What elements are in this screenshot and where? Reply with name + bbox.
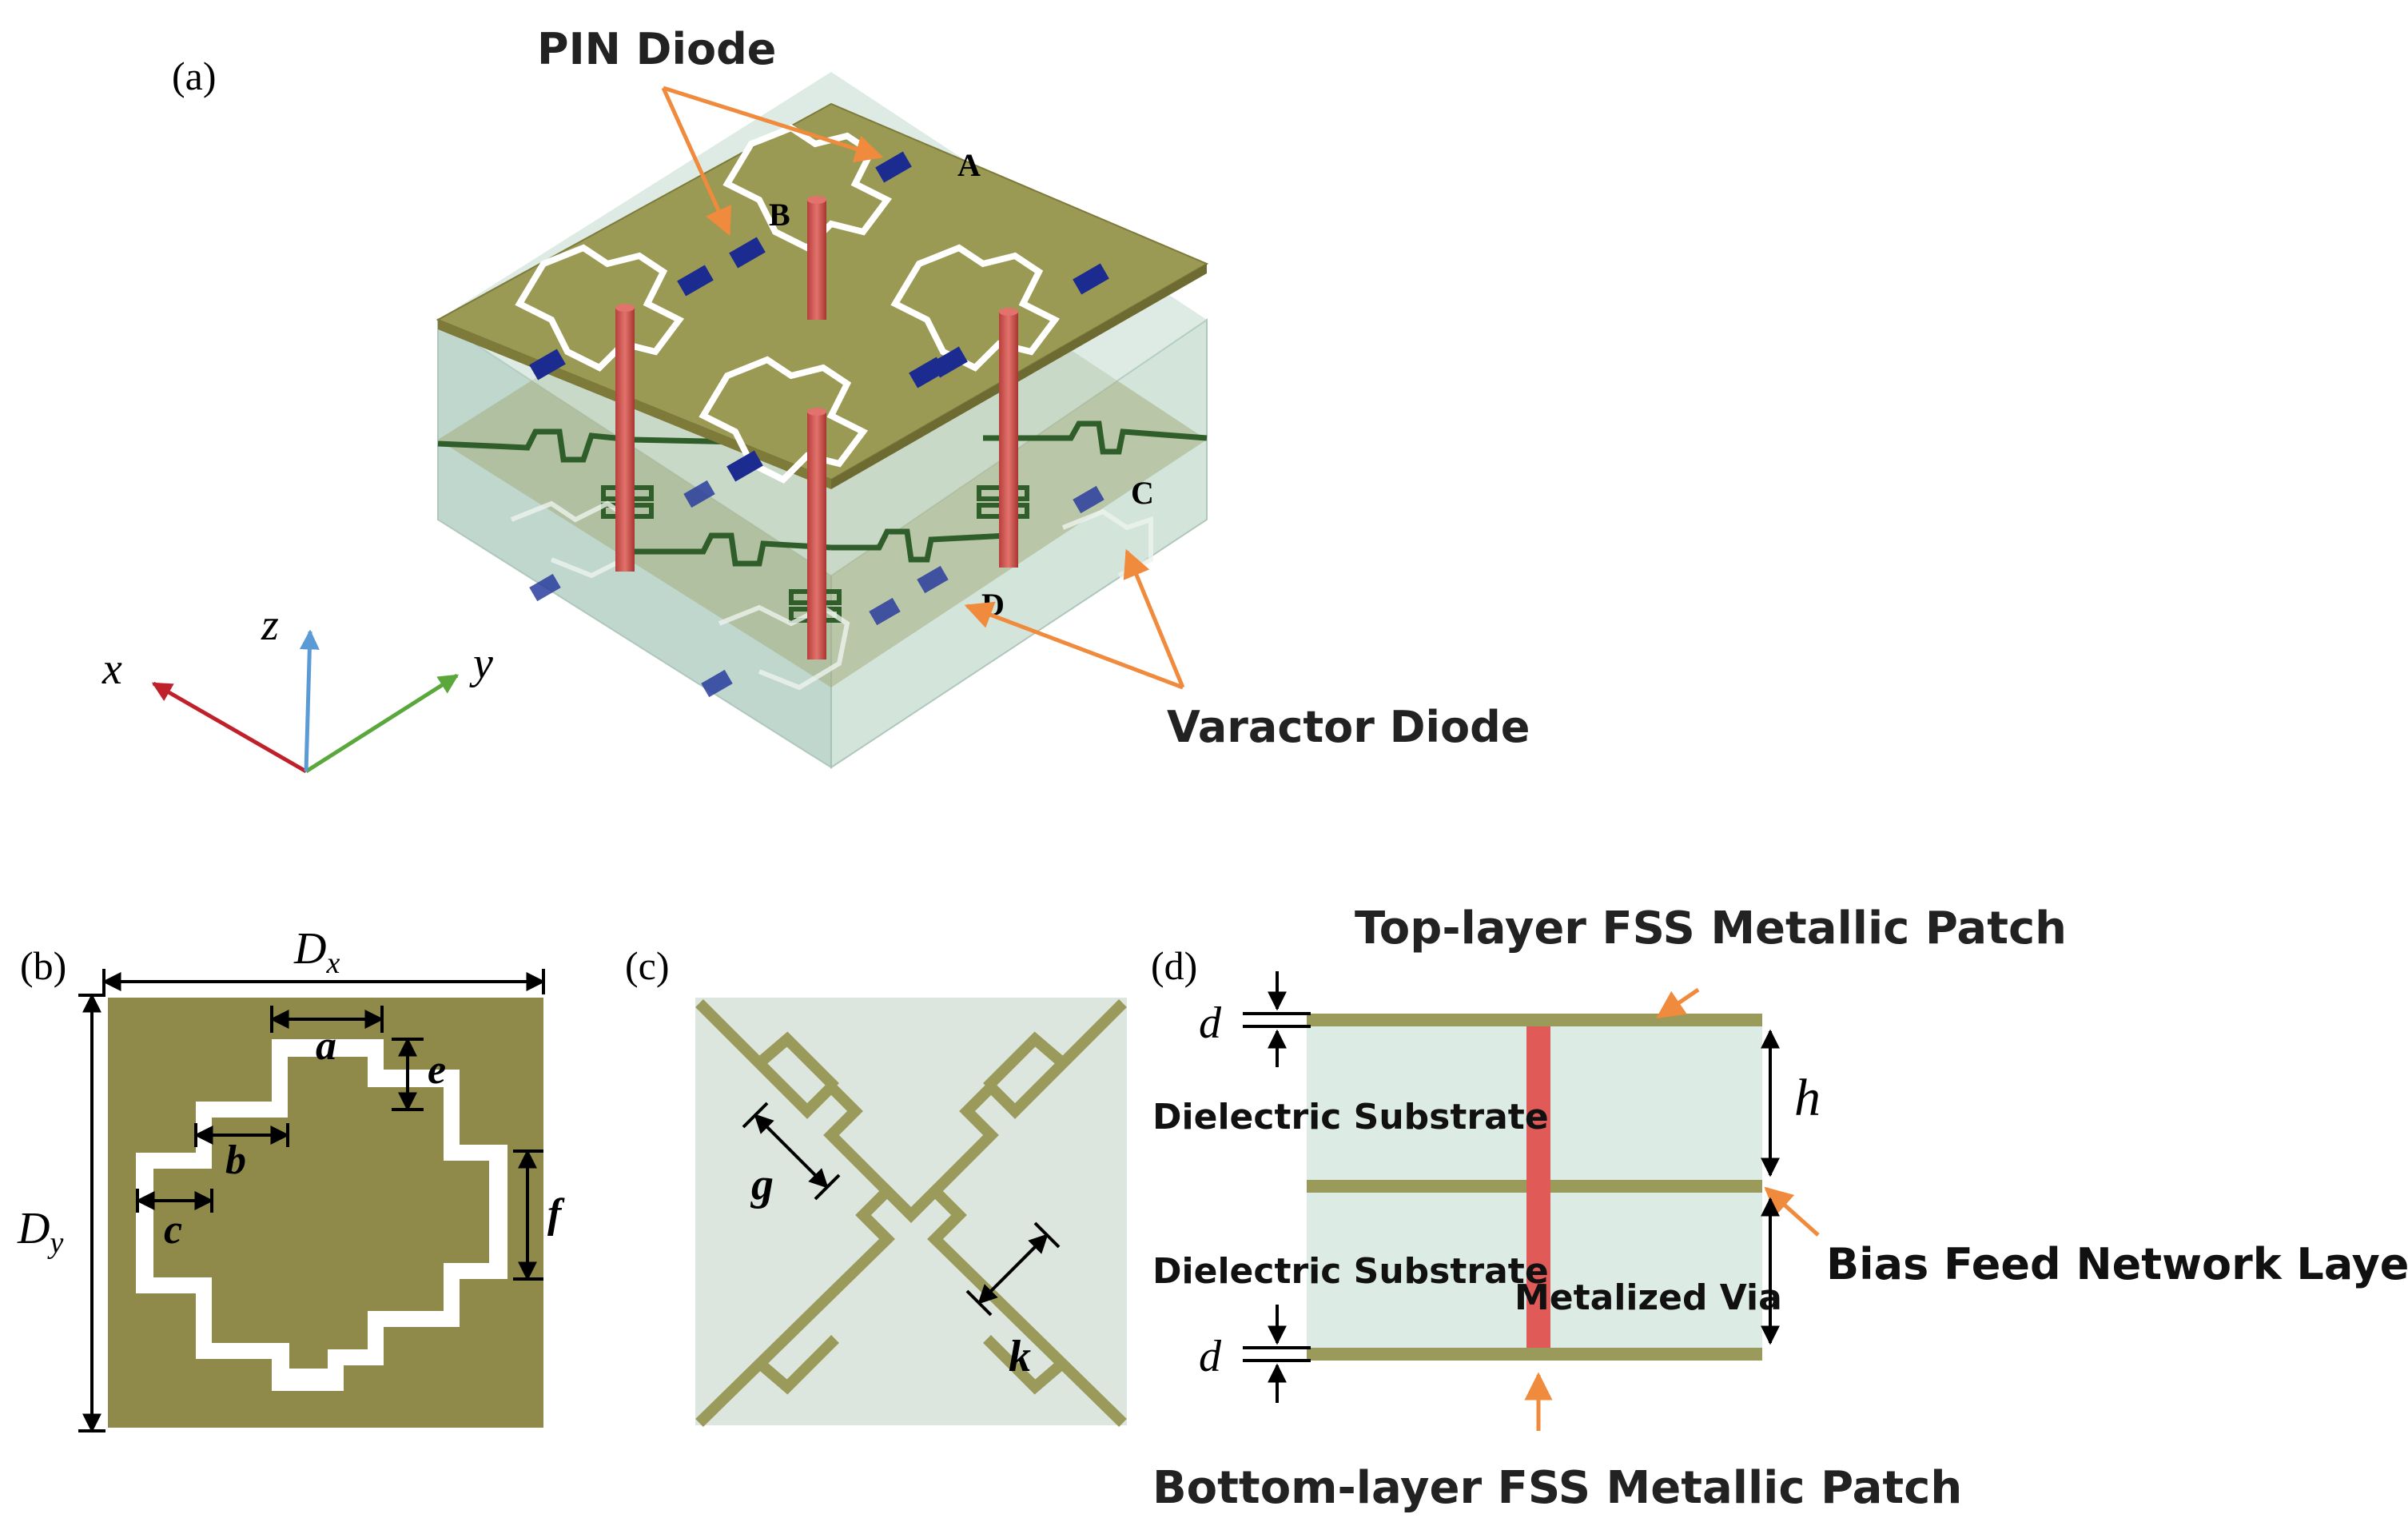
bottom-metal-layer (1307, 1348, 1762, 1361)
panel-c: (c) g k (625, 943, 1127, 1428)
varactor-pointer-d (964, 601, 1184, 690)
dim-g-label: g (750, 1160, 774, 1209)
panel-d-label: (d) (1151, 943, 1197, 988)
panel-d: (d) Top-layer FSS Metallic Patch Dielect… (1151, 902, 2408, 1514)
top-metal-layer (1307, 1014, 1762, 1026)
coordinate-axes: x y z (101, 600, 493, 774)
pin-diode-label: PIN Diode (537, 24, 776, 74)
dim-dx-main: D (293, 924, 326, 974)
panel-b-label: (b) (20, 943, 66, 988)
panel-a-label: (a) (172, 54, 217, 98)
bias-cross-traces (695, 999, 1127, 1428)
dim-dx-label: Dx (293, 924, 340, 980)
panel-c-label: (c) (625, 943, 670, 988)
varactor-diode-label: Varactor Diode (1167, 702, 1530, 752)
axis-x-label: x (101, 644, 122, 694)
top-pin-diodes (529, 151, 1109, 482)
h-label: h (1794, 1069, 1821, 1127)
axis-y-label: y (469, 639, 493, 688)
point-a-label: A (957, 147, 981, 183)
d-bottom-label: d (1199, 1332, 1222, 1381)
dim-k-label: k (1009, 1332, 1031, 1381)
pin-diode-pointer-b (661, 86, 732, 237)
dim-e-label: e (428, 1047, 446, 1093)
dielectric-bottom-label: Dielectric Substrate (1152, 1251, 1549, 1292)
point-b-label: B (769, 197, 790, 233)
panel-b: (b) Dx (17, 924, 565, 1433)
dim-dy-main: D (17, 1204, 50, 1253)
dim-b-label: b (225, 1138, 246, 1183)
top-white-slots (515, 124, 1061, 484)
dim-f-label: f (547, 1191, 565, 1237)
varactor-pointer-c (1123, 548, 1185, 688)
dim-a-label: a (316, 1023, 336, 1069)
point-c-label: C (1131, 475, 1154, 511)
axis-z-label: z (261, 600, 279, 650)
bias-layer-pointer (1764, 1186, 1820, 1237)
dim-dy-sub: y (46, 1226, 63, 1260)
vias-3d (615, 196, 1018, 659)
top-patch-pointer (1656, 987, 1700, 1019)
dim-dy-label: Dy (17, 1204, 63, 1260)
d-top-label: d (1199, 998, 1222, 1048)
metalized-via-bar (1526, 1026, 1550, 1348)
top-patch-label: Top-layer FSS Metallic Patch (1355, 902, 2067, 954)
thickness-markers (1243, 971, 1780, 1403)
dim-dx-sub: x (325, 946, 340, 980)
panel-a: (a) (101, 24, 1530, 774)
top-plate-edge-right (831, 264, 1207, 489)
dimension-lines-c (742, 1102, 1061, 1317)
dielectric-top-label: Dielectric Substrate (1152, 1097, 1549, 1138)
dim-c-label: c (164, 1207, 182, 1253)
bottom-patch-label: Bottom-layer FSS Metallic Patch (1152, 1462, 1962, 1514)
lower-pin-diodes (529, 480, 1104, 698)
pin-diode-pointer-a (663, 86, 884, 163)
dimension-lines-b (78, 969, 546, 1433)
bias-layer-label: Bias Feed Network Layer (1826, 1239, 2408, 1289)
via-label: Metalized Via (1514, 1277, 1782, 1318)
